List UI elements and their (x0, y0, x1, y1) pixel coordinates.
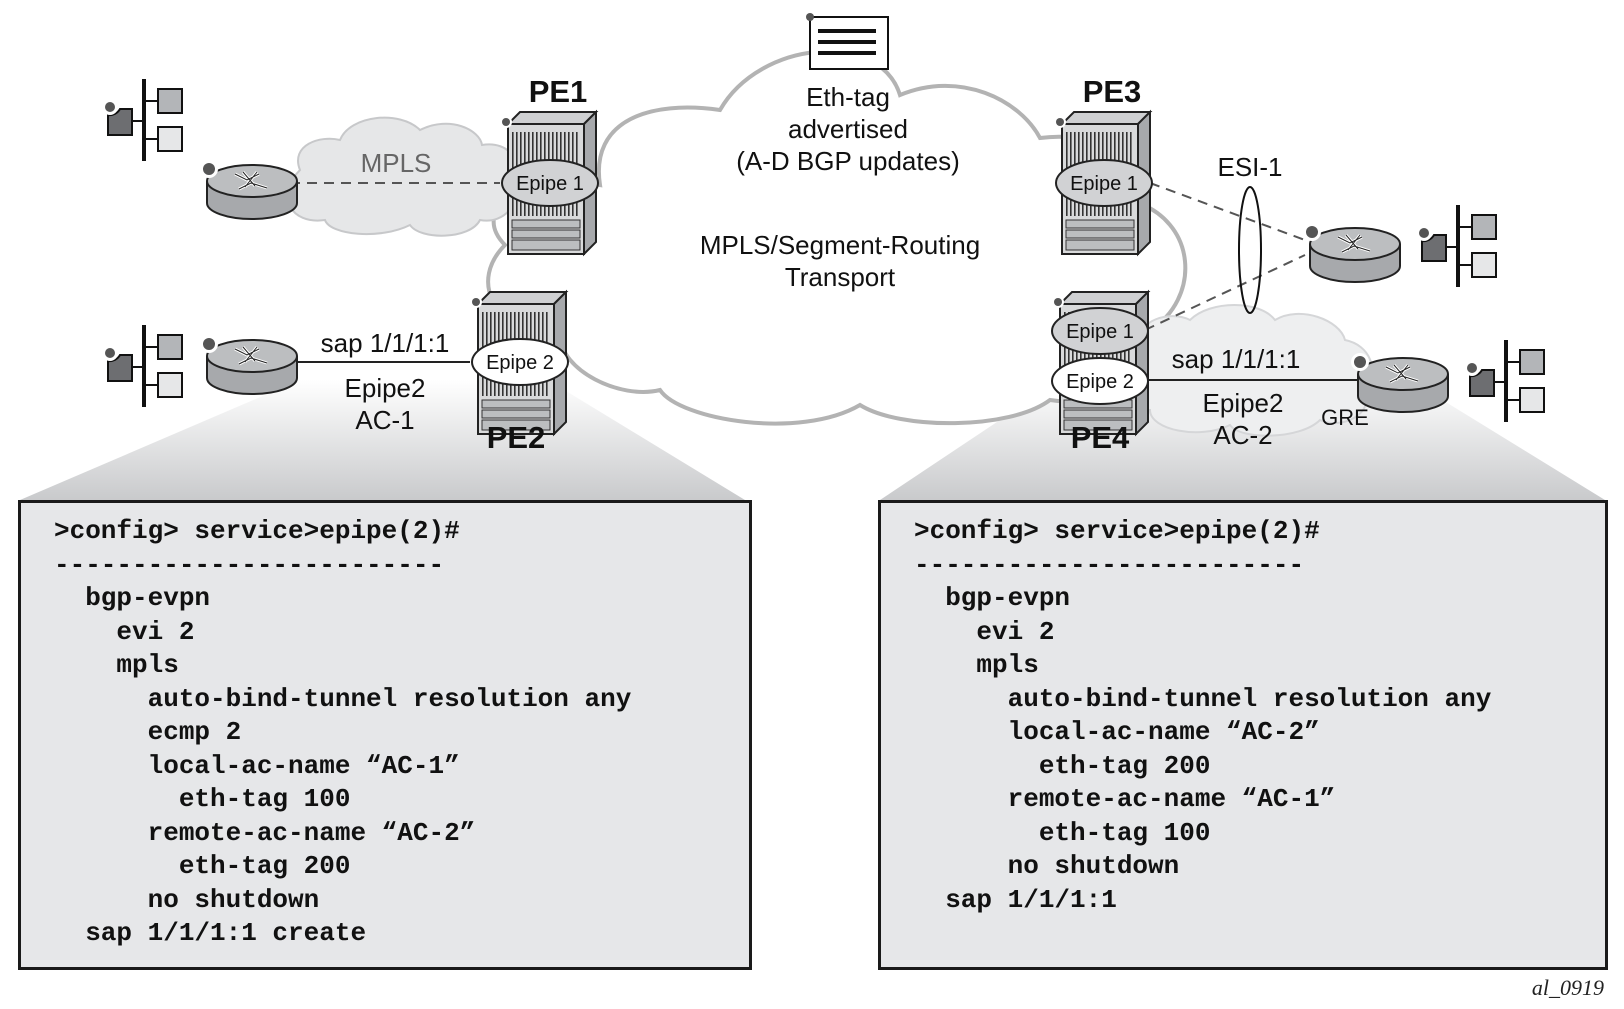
config-pe4-line: auto-bind-tunnel resolution any (914, 683, 1492, 714)
pe4-service-epipe2 (1051, 357, 1149, 405)
advertisement-line2: advertised (788, 114, 908, 144)
config-pe2-line: mpls (54, 650, 179, 680)
config-pe2-line: evi 2 (54, 616, 195, 647)
pe4-service2-label: Epipe 2 (1066, 371, 1134, 393)
pe2-label: PE2 (487, 420, 546, 455)
pe3-service-epipe (1055, 159, 1153, 207)
config-pe4-line: remote-ac-name “AC-1” (914, 784, 1336, 814)
config-pe4-line: sap 1/1/1:1 (914, 884, 1117, 915)
config-pe4-line: evi 2 (914, 616, 1055, 647)
config-pe2-line: >config> service>epipe(2)# (54, 516, 460, 546)
pe1-service-epipe (501, 159, 599, 207)
gre-cloud-label: GRE (1321, 405, 1369, 430)
mpls-cloud-label: MPLS (361, 148, 432, 178)
lan-icon-right-bottom (1462, 338, 1546, 424)
router-icon-ce-left-bottom (198, 333, 299, 396)
config-pe4-line: no shutdown (914, 851, 1180, 881)
config-pe2-line: sap 1/1/1:1 create (54, 918, 367, 948)
right-sap-label: sap 1/1/1:1 (1172, 344, 1301, 374)
left-sap-label: sap 1/1/1:1 (321, 328, 450, 358)
pe2-service-epipe (471, 338, 569, 386)
core-cloud-label-line1: MPLS/Segment-Routing (700, 230, 980, 260)
esi-label: ESI-1 (1217, 152, 1282, 182)
esi-link-pe3 (1149, 182, 1306, 241)
advertisement-line1: Eth-tag (806, 82, 890, 112)
router-icon-ce-left-top (198, 158, 299, 221)
router-icon-ce-right-bottom (1349, 351, 1450, 414)
lan-icon-right-top (1414, 203, 1498, 289)
config-pe4-line: bgp-evpn (914, 583, 1071, 613)
config-panel-pe4: >config> service>epipe(2)#--------------… (878, 500, 1608, 970)
config-pe4-line: mpls (914, 650, 1039, 680)
config-pe2-line: bgp-evpn (54, 583, 211, 613)
right-ac-label: AC-2 (1213, 420, 1272, 450)
pe4-label: PE4 (1071, 420, 1130, 455)
config-pe4-line: eth-tag 100 (914, 817, 1211, 848)
config-pe2-line: no shutdown (54, 884, 320, 915)
core-cloud-label-line2: Transport (785, 262, 896, 292)
esi-bundle-icon (1238, 186, 1262, 314)
config-pe2-line: remote-ac-name “AC-2” (54, 817, 476, 848)
esi-link-pe4 (1144, 254, 1306, 331)
right-service-label: Epipe2 (1203, 388, 1284, 418)
config-pe2-line: local-ac-name “AC-1” (54, 750, 460, 781)
pe3-label: PE3 (1083, 74, 1142, 109)
pe2-service-label: Epipe 2 (486, 352, 554, 374)
config-pe4-line: local-ac-name “AC-2” (914, 717, 1320, 747)
pe3-service-label: Epipe 1 (1070, 173, 1138, 195)
pe1-service-label: Epipe 1 (516, 173, 584, 195)
pe4-service1-label: Epipe 1 (1066, 321, 1134, 343)
config-pe2-line: ecmp 2 (54, 717, 242, 747)
router-icon-ce-multihomed (1301, 221, 1402, 284)
figure-id: al_0919 (1531, 975, 1604, 1000)
config-pe4-line: eth-tag 200 (914, 750, 1211, 781)
config-pe2-line: eth-tag 200 (54, 851, 351, 881)
left-service-label: Epipe2 (345, 373, 426, 403)
lan-icon-left-bottom (100, 323, 184, 409)
config-pe4-line: ------------------------- (914, 549, 1305, 580)
pe4-service-epipe1 (1051, 307, 1149, 355)
advertisement-line3: (A-D BGP updates) (736, 146, 960, 176)
config-pe2-line: auto-bind-tunnel resolution any (54, 683, 632, 714)
left-ac-label: AC-1 (355, 405, 414, 435)
lan-icon-left-top (100, 77, 184, 163)
pe1-label: PE1 (529, 74, 588, 109)
config-panel-pe2: >config> service>epipe(2)#--------------… (18, 500, 752, 970)
document-icon (806, 13, 889, 70)
config-pe2-line: eth-tag 100 (54, 784, 351, 814)
config-pe2-line: ------------------------- (54, 549, 445, 580)
config-pe4-line: >config> service>epipe(2)# (914, 516, 1320, 546)
